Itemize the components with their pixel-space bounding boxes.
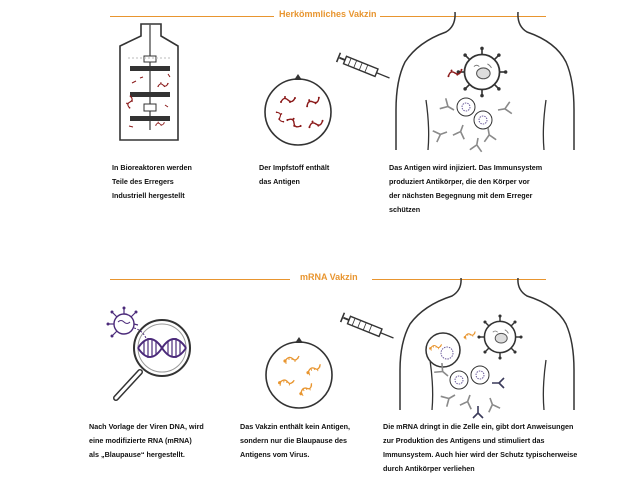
bioreactor-icon (119, 23, 179, 141)
caption-line: Industriell hergestellt (112, 191, 185, 200)
caption-line: als „Blaupause“ hergestellt. (89, 450, 185, 459)
caption-dna-template: Nach Vorlage der Viren DNA, wird eine mo… (89, 420, 204, 462)
antigen-shape (445, 66, 465, 79)
caption-mrna-vaccine: Das Vakzin enthält kein Antigen, sondern… (240, 420, 350, 462)
caption-line: Das Vakzin enthält kein Antigen, (240, 422, 350, 431)
section-title-mrna: mRNA Vakzin (110, 272, 546, 286)
caption-mrna-cell: Die mRNA dringt in die Zelle ein, gibt d… (383, 420, 577, 476)
title-rule-right (380, 16, 546, 17)
caption-line: der nächsten Begegnung mit dem Erreger (389, 191, 533, 200)
caption-line: Antigens vom Virus. (240, 450, 310, 459)
body-outline-icon (395, 11, 575, 151)
title-rule-left (110, 16, 274, 17)
syringe-icon (339, 312, 394, 339)
virus-icon (455, 45, 509, 99)
section-heading-conventional: Herkömmliches Vakzin (279, 9, 377, 19)
caption-line: In Bioreaktoren werden (112, 163, 192, 172)
magnifier-dna-icon (113, 319, 191, 401)
body-outline-icon (399, 277, 575, 411)
caption-injection: Das Antigen wird injiziert. Das Immunsys… (389, 161, 542, 217)
vaccine-vial-icon (264, 74, 332, 146)
title-rule-left (110, 279, 290, 280)
caption-line: durch Antikörper verliehen (383, 464, 475, 473)
virus-icon (476, 313, 524, 361)
caption-line: sondern nur die Blaupause des (240, 436, 348, 445)
section-title-conventional: Herkömmliches Vakzin (110, 9, 546, 23)
caption-line: Immunsystem. Auch hier wird der Schutz t… (383, 450, 578, 459)
caption-line: das Antigen (259, 177, 300, 186)
virus-icon (106, 306, 147, 339)
vaccine-vial-icon (265, 337, 333, 409)
caption-line: produziert Antikörper, die den Körper vo… (389, 177, 530, 186)
syringe-icon (335, 52, 390, 79)
caption-line: Der Impfstoff enthält (259, 163, 330, 172)
caption-line: eine modifizierte RNA (mRNA) (89, 436, 192, 445)
section-heading-mrna: mRNA Vakzin (300, 272, 358, 282)
title-rule-right (372, 279, 546, 280)
cell-icon (449, 365, 490, 390)
caption-line: Teile des Erregers (112, 177, 174, 186)
caption-line: Nach Vorlage der Viren DNA, wird (89, 422, 204, 431)
cell-icon (425, 332, 461, 368)
caption-line: zur Produktion des Antigens und stimulie… (383, 436, 545, 445)
antibody-icon (433, 362, 505, 419)
caption-line: Die mRNA dringt in die Zelle ein, gibt d… (383, 422, 574, 431)
caption-vaccine: Der Impfstoff enthält das Antigen (259, 161, 329, 189)
caption-bioreactor: In Bioreaktoren werden Teile des Erreger… (112, 161, 192, 203)
cell-icon (456, 97, 493, 130)
caption-line: Das Antigen wird injiziert. Das Immunsys… (389, 163, 543, 172)
caption-line: schützen (389, 205, 421, 214)
mrna-shape (462, 330, 477, 341)
